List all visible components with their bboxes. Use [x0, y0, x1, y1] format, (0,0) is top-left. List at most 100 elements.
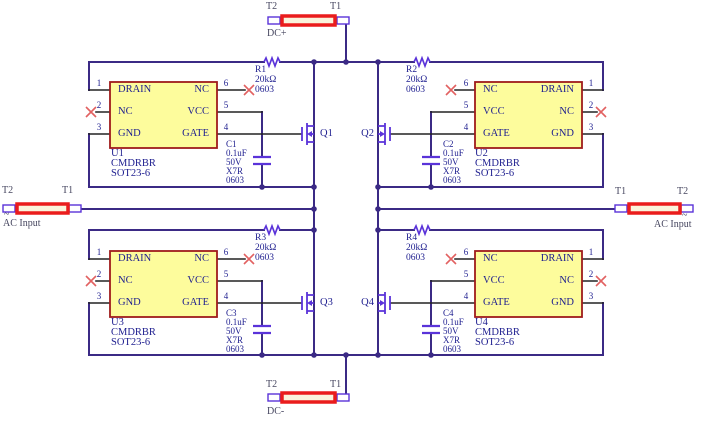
mosfet-q4-symbol[interactable]: [378, 292, 391, 314]
terminal-dc-plus-t2: T2: [266, 1, 278, 12]
ic-u4-pin3-number: 3: [588, 291, 594, 301]
ic-u1-pin5-name: VCC: [187, 106, 209, 117]
capacitor-c3-footprint: 0603: [226, 344, 244, 354]
terminal-body: [627, 202, 682, 215]
mosfet-q4-arrow: [380, 300, 385, 306]
ic-u1-part: CMDRBR: [111, 158, 156, 169]
nc-x-u2-pin2: [595, 106, 607, 118]
nc-x-u3-pin2: [85, 275, 97, 287]
ic-u2-body[interactable]: [474, 81, 583, 149]
resistor-r1-symbol[interactable]: [263, 55, 281, 69]
capacitor-c1-voltage: 50V: [226, 157, 242, 167]
ic-u3-pin6-name: NC: [194, 253, 209, 264]
terminal-pin: [2, 204, 16, 213]
ic-u1-pin2-name: NC: [118, 106, 133, 117]
capacitor-c1-dielectric: X7R: [226, 166, 244, 176]
ic-pin-stubs: [88, 89, 604, 304]
ic-u1-pin3-number: 3: [96, 122, 102, 132]
mosfet-q2-symbol[interactable]: [378, 123, 391, 145]
ic-u2-pin4-number: 4: [463, 122, 469, 132]
ic-u4-body[interactable]: [474, 250, 583, 318]
ic-u1-pin6-name: NC: [194, 84, 209, 95]
terminal-ac-left-symbol[interactable]: [2, 202, 82, 215]
resistor-r2-symbol[interactable]: [413, 55, 431, 69]
resistor-symbols: [263, 55, 431, 237]
terminal-body: [280, 391, 337, 404]
net-wires: [80, 23, 617, 395]
resistor-r2-footprint: 0603: [406, 85, 425, 95]
ic-u3-pin5-name: VCC: [187, 275, 209, 286]
ic-u4-pin6-number: 6: [463, 247, 469, 257]
resistor-r4-footprint: 0603: [406, 253, 425, 263]
ic-u4-pin4-number: 4: [463, 291, 469, 301]
terminal-ac-right-symbol[interactable]: [614, 202, 694, 215]
ic-u3-pin3-name: GND: [118, 297, 141, 308]
capacitor-c4-footprint: 0603: [443, 344, 461, 354]
ic-u3-refdes: U3: [111, 317, 124, 328]
ic-u1-body[interactable]: [109, 81, 218, 149]
pin-stubs: [88, 89, 604, 304]
capacitor-c4-symbol[interactable]: [422, 324, 440, 335]
ic-u4-pin1-number: 1: [588, 247, 594, 257]
ic-u3-pin1-name: DRAIN: [118, 253, 152, 264]
capacitor-c2-symbol[interactable]: [422, 155, 440, 166]
resistor-r4-symbol[interactable]: [413, 223, 431, 237]
ic-u3-pin4-name: GATE: [182, 297, 209, 308]
terminal-pin: [267, 393, 281, 402]
capacitor-c4-voltage: 50V: [443, 326, 459, 336]
terminal-ac-left-symbol-text: ~: [4, 209, 10, 220]
resistor-r1-ref: R1: [255, 65, 267, 75]
nc-x-u1-pin6: [243, 84, 255, 96]
resistor-r2-value: 20kΩ: [406, 75, 428, 85]
mosfet-q3-arrow: [307, 300, 312, 306]
resistor-r2-ref: R2: [406, 65, 418, 75]
ic-u4-pin5-number: 5: [463, 269, 469, 279]
capacitor-c3-value: 0.1uF: [226, 317, 247, 327]
terminal-ac-left-t2: T2: [2, 185, 14, 196]
ic-u3-body[interactable]: [109, 250, 218, 318]
ic-u3-pin2-number: 2: [96, 269, 102, 279]
ic-u2-refdes: U2: [475, 148, 488, 159]
mosfet-q3-symbol[interactable]: [301, 292, 314, 314]
terminal-dc-plus-symbol[interactable]: [267, 14, 350, 27]
nc-x-u4-pin2: [595, 275, 607, 287]
ic-u1-pin2-number: 2: [96, 100, 102, 110]
terminal-ac-right-symbol-text: ~: [682, 210, 688, 221]
ic-u1-pin1-number: 1: [96, 78, 102, 88]
mosfet-symbols: [301, 123, 391, 314]
terminal-ac-right-t2: T2: [677, 186, 689, 197]
ic-u3-pin3-number: 3: [96, 291, 102, 301]
ic-u3-pin5-number: 5: [223, 269, 229, 279]
ic-u4-pin5-name: VCC: [483, 275, 505, 286]
ic-u4-pin2-number: 2: [588, 269, 594, 279]
capacitor-c2-value: 0.1uF: [443, 148, 464, 158]
resistor-r3-symbol[interactable]: [263, 223, 281, 237]
capacitor-c3-ref: C3: [226, 308, 237, 318]
resistor-r3-value: 20kΩ: [255, 243, 277, 253]
ic-u3-pin6-number: 6: [223, 247, 229, 257]
capacitor-c2-voltage: 50V: [443, 157, 459, 167]
mosfet-q1-symbol[interactable]: [301, 123, 314, 145]
mosfet-q1-arrow: [307, 131, 312, 137]
capacitor-c1-symbol[interactable]: [253, 155, 271, 166]
capacitor-c1-value: 0.1uF: [226, 148, 247, 158]
ic-u4-part: CMDRBR: [475, 327, 520, 338]
terminal-ac-right-label: AC Input: [654, 219, 692, 230]
capacitor-c3-dielectric: X7R: [226, 335, 244, 345]
nc-x-marks: [85, 84, 607, 287]
ic-u2-pin5-number: 5: [463, 100, 469, 110]
nc-x-u1-pin2: [85, 106, 97, 118]
terminal-dc-minus-t2: T2: [266, 379, 278, 390]
capacitor-c3-symbol[interactable]: [253, 324, 271, 335]
ic-u4-pin4-name: GATE: [483, 297, 510, 308]
mosfet-q3-ref: Q3: [320, 297, 333, 308]
capacitor-c3-voltage: 50V: [226, 326, 242, 336]
mosfet-q4-ref: Q4: [361, 297, 374, 308]
capacitor-c4-ref: C4: [443, 308, 454, 318]
resistor-r4-value: 20kΩ: [406, 243, 428, 253]
ic-u1-refdes: U1: [111, 148, 124, 159]
ic-u3-pin2-name: NC: [118, 275, 133, 286]
terminal-dc-minus-symbol[interactable]: [267, 391, 350, 404]
